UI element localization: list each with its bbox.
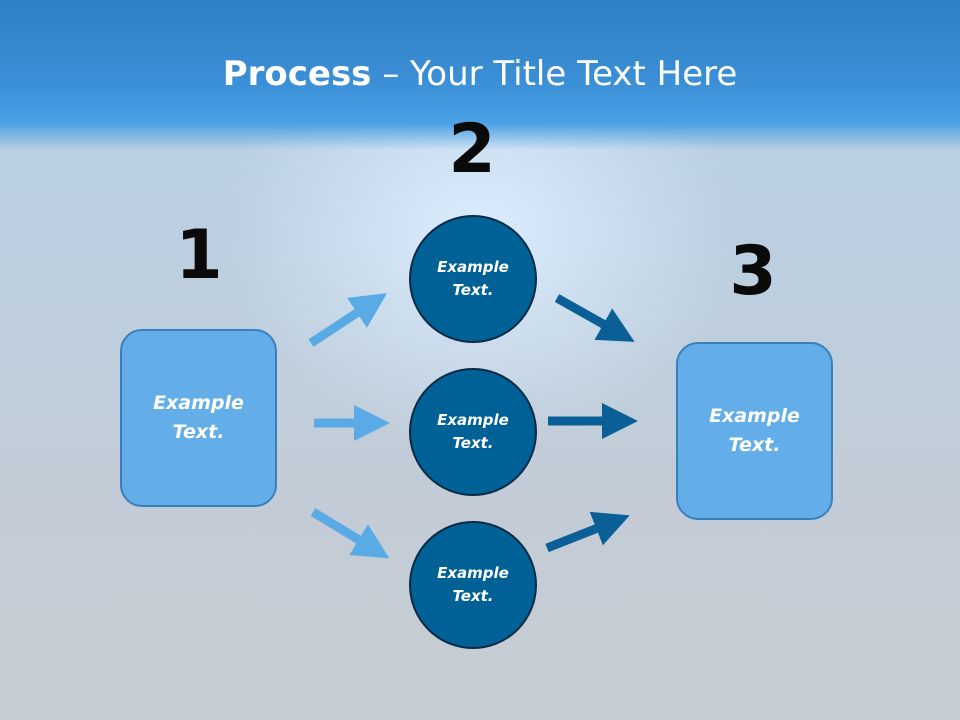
arrow-bottom-to-3 — [545, 511, 630, 553]
arrow-1-to-top — [308, 293, 388, 347]
step-3-box: Example Text. — [676, 342, 833, 520]
arrow-top-to-3 — [554, 294, 635, 342]
title-bold: Process — [222, 54, 372, 94]
step-3-number: 3 — [729, 232, 777, 311]
step-2-number: 2 — [448, 110, 496, 189]
step-2-circle-top: Example Text. — [409, 215, 537, 343]
slide-title: Process – Your Title Text Here — [0, 52, 960, 96]
title-rest: – Your Title Text Here — [371, 54, 738, 94]
step-1-number: 1 — [175, 216, 223, 295]
step-2-circle-middle: Example Text. — [409, 368, 537, 496]
arrow-1-to-bottom — [310, 508, 390, 559]
step-2-circle-bottom: Example Text. — [409, 521, 537, 649]
step-1-box: Example Text. — [120, 329, 277, 507]
title-banner — [0, 0, 960, 150]
